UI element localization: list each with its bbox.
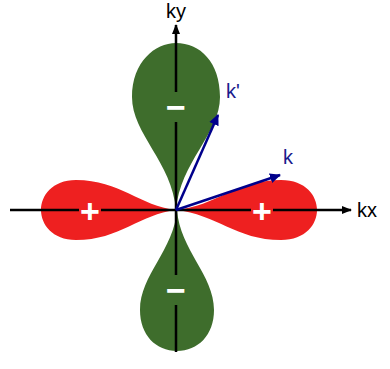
sign-label: − bbox=[165, 92, 187, 122]
sign-label: + bbox=[79, 196, 101, 226]
ky-axis bbox=[175, 25, 178, 352]
axis-label: ky bbox=[166, 0, 186, 22]
sign-label: + bbox=[251, 196, 273, 226]
sign-label: − bbox=[165, 275, 187, 305]
k-vector bbox=[176, 175, 280, 210]
k-prime-vector bbox=[176, 115, 218, 210]
vector-label: k bbox=[283, 146, 293, 168]
vector-label: k' bbox=[226, 80, 240, 102]
axis-label: kx bbox=[357, 199, 377, 221]
